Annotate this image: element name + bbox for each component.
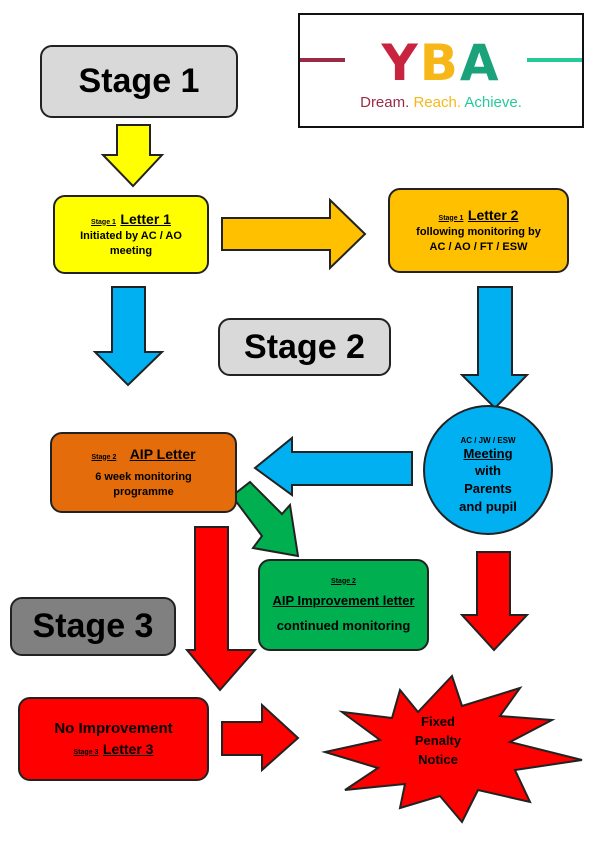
- letter-line: 6 week monitoring: [95, 470, 192, 483]
- arrow-down-red-middle: [184, 526, 258, 692]
- stage-tag: Stage 1: [91, 218, 116, 226]
- letter-line: programme: [113, 485, 174, 498]
- letter-3-box: No Improvement Stage 3 Letter 3: [18, 697, 209, 781]
- letter-1-box: Stage 1 Letter 1 Initiated by AC / AO me…: [53, 195, 209, 274]
- letter-line: following monitoring by: [416, 225, 541, 238]
- penalty-line: Fixed: [421, 714, 455, 729]
- letter-line: AC / AO / FT / ESW: [429, 240, 528, 253]
- meeting-circle: [423, 405, 553, 535]
- penalty-line: Notice: [418, 752, 458, 767]
- stage-1-label: Stage 1: [40, 45, 238, 118]
- stage-tag: Stage 1: [438, 214, 464, 222]
- stage-tag: Stage 2: [331, 577, 356, 585]
- meeting-line: Parents: [464, 481, 512, 496]
- tagline-dream: Dream.: [360, 94, 410, 111]
- stage-3-label: Stage 3: [10, 597, 176, 656]
- logo-b: B: [419, 34, 460, 92]
- penalty-text: Fixed Penalty Notice: [400, 712, 476, 769]
- letter-title: Letter 3: [102, 740, 154, 757]
- letter-line: continued monitoring: [276, 617, 411, 633]
- logo-a: A: [459, 34, 501, 92]
- letter-title: Letter 2: [467, 206, 519, 223]
- penalty-star: [321, 674, 583, 824]
- tagline-achieve: Achieve.: [464, 94, 522, 111]
- aip-letter-box: Stage 2 AIP Letter 6 week monitoring pro…: [50, 432, 237, 513]
- letter-line: meeting: [109, 244, 153, 257]
- arrow-right-orange: [221, 197, 367, 271]
- stage-2-label: Stage 2: [218, 318, 391, 376]
- meeting-line: with: [475, 463, 501, 478]
- meeting-attendees: AC / JW / ESW: [460, 436, 516, 445]
- arrow-diagonal-green: [230, 480, 300, 558]
- aip-improvement-box: Stage 2 AIP Improvement letter continued…: [258, 559, 429, 651]
- letter-title: AIP Letter: [129, 445, 196, 462]
- letter-line: Initiated by AC / AO: [80, 229, 182, 242]
- letter-title: Letter 1: [120, 210, 171, 227]
- no-improvement-title: No Improvement: [54, 719, 173, 737]
- arrow-down-blue-left: [92, 286, 165, 387]
- arrow-down-red-right: [459, 551, 530, 652]
- arrow-down-yellow: [100, 124, 165, 188]
- meeting-line: and pupil: [459, 499, 517, 514]
- stage-tag: Stage 3: [73, 748, 99, 756]
- arrow-left-blue: [253, 435, 413, 497]
- arrow-right-red: [221, 702, 300, 773]
- letter-2-box: Stage 1 Letter 2 following monitoring by…: [388, 188, 569, 273]
- logo-y: Y: [381, 34, 420, 92]
- penalty-line: Penalty: [414, 733, 462, 748]
- meeting-text: AC / JW / ESW Meeting with Parents and p…: [430, 436, 546, 516]
- letter-title: AIP Improvement letter: [272, 592, 415, 608]
- meeting-title: Meeting: [463, 446, 513, 461]
- arrow-down-blue-right: [459, 286, 530, 410]
- stage-tag: Stage 2: [91, 453, 117, 461]
- tagline-reach: Reach.: [413, 94, 461, 111]
- yba-logo: YBA Dream. Reach. Achieve.: [298, 13, 584, 128]
